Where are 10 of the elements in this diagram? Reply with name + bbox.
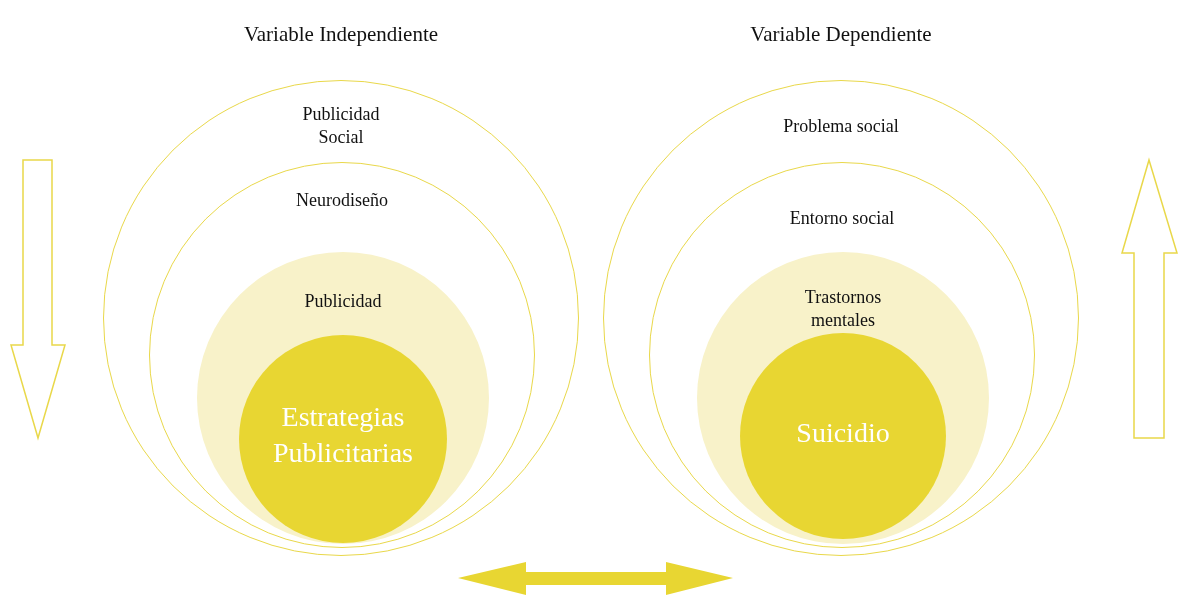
circle-label: Suicidio: [796, 416, 890, 450]
column-heading: Variable Dependiente: [750, 22, 932, 47]
circle-label: Publicidad Social: [301, 103, 381, 150]
circle-label: Publicidad: [304, 290, 382, 313]
circle-label: Neurodiseño: [296, 189, 388, 212]
column-heading: Variable Independiente: [243, 22, 439, 47]
circle-label: Trastornos mentales: [803, 286, 883, 333]
circle-label: Problema social: [783, 115, 899, 138]
circle-label: Estrategias Publicitarias: [272, 400, 414, 471]
circle-label: Entorno social: [789, 207, 895, 230]
